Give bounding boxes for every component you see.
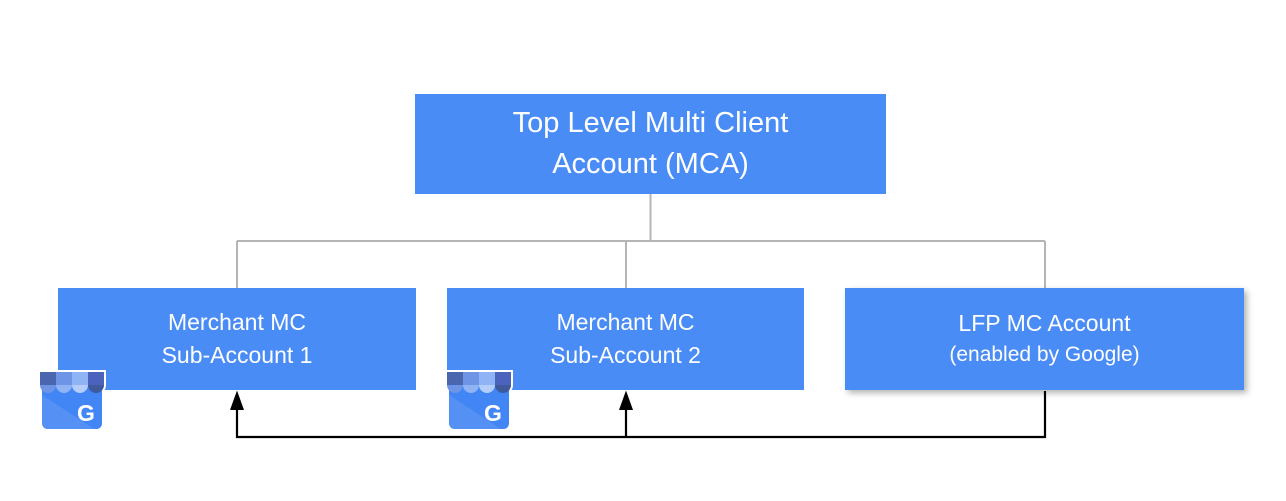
node-lfp-mc-account: LFP MC Account (enabled by Google) [845, 288, 1244, 390]
arrowhead-up-sub1 [230, 390, 244, 410]
node-label-line: Sub-Account 1 [161, 342, 313, 368]
google-g-letter: G [77, 400, 95, 426]
google-business-icon-sub1: G [38, 370, 106, 431]
awning-scallops [447, 385, 463, 393]
node-label-line: Merchant MC [556, 309, 695, 335]
storefront-sheen [42, 395, 94, 429]
storefront-sheen [449, 395, 501, 429]
node-top-mca: Top Level Multi Client Account (MCA) [415, 94, 886, 194]
storefront-body [42, 381, 102, 429]
arrowhead-up-sub2 [619, 390, 633, 410]
storefront-body [449, 381, 509, 429]
awning-scallops [40, 385, 56, 393]
node-label-line: Sub-Account 2 [550, 342, 701, 368]
google-business-icon-sub2: G [445, 370, 513, 431]
node-label-line: Merchant MC [167, 309, 307, 335]
node-label-line: Top Level Multi Client [512, 107, 789, 139]
hierarchy-connector-lines [236, 194, 1046, 288]
awning-band [447, 372, 463, 385]
feedback-arrow-path [235, 391, 1047, 439]
google-g-letter: G [484, 400, 502, 426]
node-label-line: (enabled by Google) [949, 343, 1140, 366]
node-label-line: Account (MCA) [552, 148, 749, 180]
node-merchant-sub-account-1: Merchant MC Sub-Account 1 [58, 288, 416, 390]
awning-band [40, 372, 56, 385]
node-label-line: LFP MC Account [958, 310, 1131, 336]
